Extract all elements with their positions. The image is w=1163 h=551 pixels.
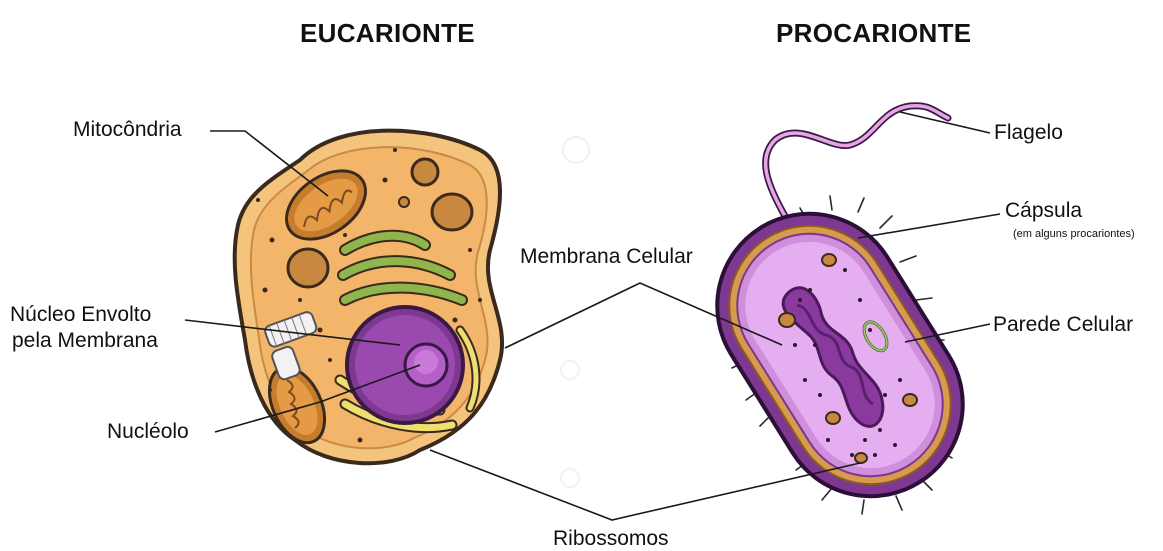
label-nucleus-line2: pela Membrana (12, 329, 158, 353)
label-capsule-note: (em alguns procariontes) (1013, 228, 1135, 240)
label-mitochondria: Mitocôndria (73, 118, 182, 142)
label-nucleolus: Nucléolo (107, 420, 189, 444)
label-cell-membrane: Membrana Celular (520, 245, 693, 269)
label-cell-wall: Parede Celular (993, 313, 1133, 337)
label-ribosomes: Ribossomos (553, 527, 669, 551)
prokaryote-title: PROCARIONTE (776, 18, 971, 49)
eukaryote-title: EUCARIONTE (300, 18, 475, 49)
label-flagellum: Flagelo (994, 121, 1063, 145)
label-nucleus-line1: Núcleo Envolto (10, 303, 151, 327)
flagellum (766, 106, 948, 225)
eukaryotic-cell (235, 131, 502, 464)
label-capsule: Cápsula (1005, 199, 1082, 223)
